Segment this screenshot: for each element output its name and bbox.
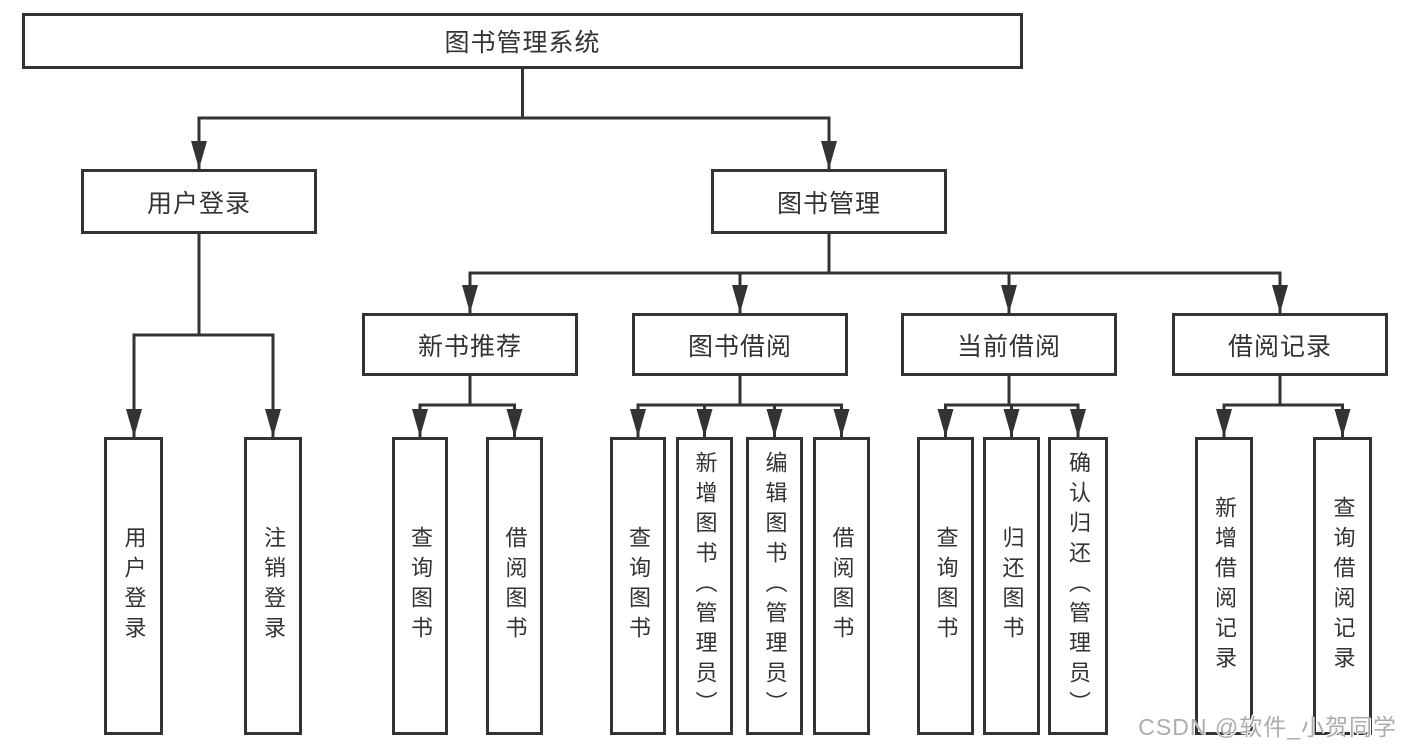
- arrowhead-icon: [833, 409, 850, 437]
- node-leaf-records-add-record: 新增借阅记录: [1195, 437, 1253, 735]
- arrowhead-icon: [412, 409, 428, 437]
- arrowhead-icon: [1001, 285, 1017, 313]
- arrowhead-icon: [630, 409, 646, 437]
- node-leaf-current-return-books: 归还图书: [983, 437, 1040, 735]
- arrowhead-icon: [506, 409, 523, 437]
- connector-line: [197, 116, 831, 169]
- leaf-label: 借阅图书: [502, 526, 528, 646]
- node-leaf-recommend-borrow-books: 借阅图书: [486, 437, 543, 735]
- node-current-borrowing: 当前借阅: [901, 313, 1117, 376]
- leaf-label: 查询借阅记录: [1330, 496, 1356, 676]
- arrowhead-icon: [1272, 285, 1288, 313]
- arrowhead-icon: [1070, 409, 1086, 437]
- arrowhead-icon: [126, 409, 142, 437]
- node-leaf-current-query-books: 查询图书: [917, 437, 974, 735]
- arrowhead-icon: [462, 285, 478, 313]
- leaf-label: 归还图书: [999, 526, 1025, 646]
- arrowhead-icon: [937, 409, 954, 437]
- node-leaf-borrow-add-books-admin: 新增图书（管理员）: [676, 437, 733, 735]
- arrowhead-icon: [732, 285, 748, 313]
- node-leaf-borrow-query-books: 查询图书: [610, 437, 666, 735]
- leaf-label: 借阅图书: [829, 526, 855, 646]
- leaf-label: 查询图书: [626, 526, 651, 646]
- leaf-label: 确认归还（管理员）: [1066, 451, 1091, 721]
- node-leaf-borrow-edit-books-admin: 编辑图书（管理员）: [746, 437, 803, 735]
- connector-line: [636, 403, 843, 437]
- connector-line: [1222, 403, 1344, 437]
- arrowhead-icon: [1003, 409, 1020, 437]
- node-leaf-user-login: 用户登录: [104, 437, 163, 735]
- node-leaf-records-query-record: 查询借阅记录: [1313, 437, 1372, 735]
- leaf-label: 用户登录: [121, 526, 147, 646]
- node-borrow-records: 借阅记录: [1172, 313, 1388, 376]
- leaf-label: 查询图书: [408, 526, 433, 646]
- leaf-label: 查询图书: [933, 526, 959, 646]
- node-new-book-recommend: 新书推荐: [362, 313, 578, 376]
- connector-line: [132, 333, 275, 437]
- node-book-management: 图书管理: [711, 169, 947, 234]
- leaf-label: 新增借阅记录: [1212, 496, 1237, 676]
- arrowhead-icon: [265, 409, 281, 437]
- arrowhead-icon: [821, 141, 837, 169]
- connector-line: [468, 271, 1282, 313]
- connector-line: [418, 403, 516, 437]
- arrowhead-icon: [1216, 409, 1232, 437]
- arrowhead-icon: [696, 409, 713, 437]
- node-user-login: 用户登录: [81, 169, 317, 234]
- node-leaf-recommend-query-books: 查询图书: [392, 437, 448, 735]
- arrowhead-icon: [766, 409, 783, 437]
- node-root: 图书管理系统: [22, 13, 1023, 69]
- leaf-label: 编辑图书（管理员）: [762, 451, 788, 721]
- arrowhead-icon: [1334, 409, 1351, 437]
- leaf-label: 注销登录: [261, 526, 286, 646]
- node-book-borrowing: 图书借阅: [632, 313, 848, 376]
- node-leaf-current-confirm-return-admin: 确认归还（管理员）: [1048, 437, 1108, 735]
- node-leaf-logout: 注销登录: [244, 437, 302, 735]
- leaf-label: 新增图书（管理员）: [692, 451, 718, 721]
- arrowhead-icon: [191, 141, 207, 169]
- node-leaf-borrow-borrow-books: 借阅图书: [813, 437, 870, 735]
